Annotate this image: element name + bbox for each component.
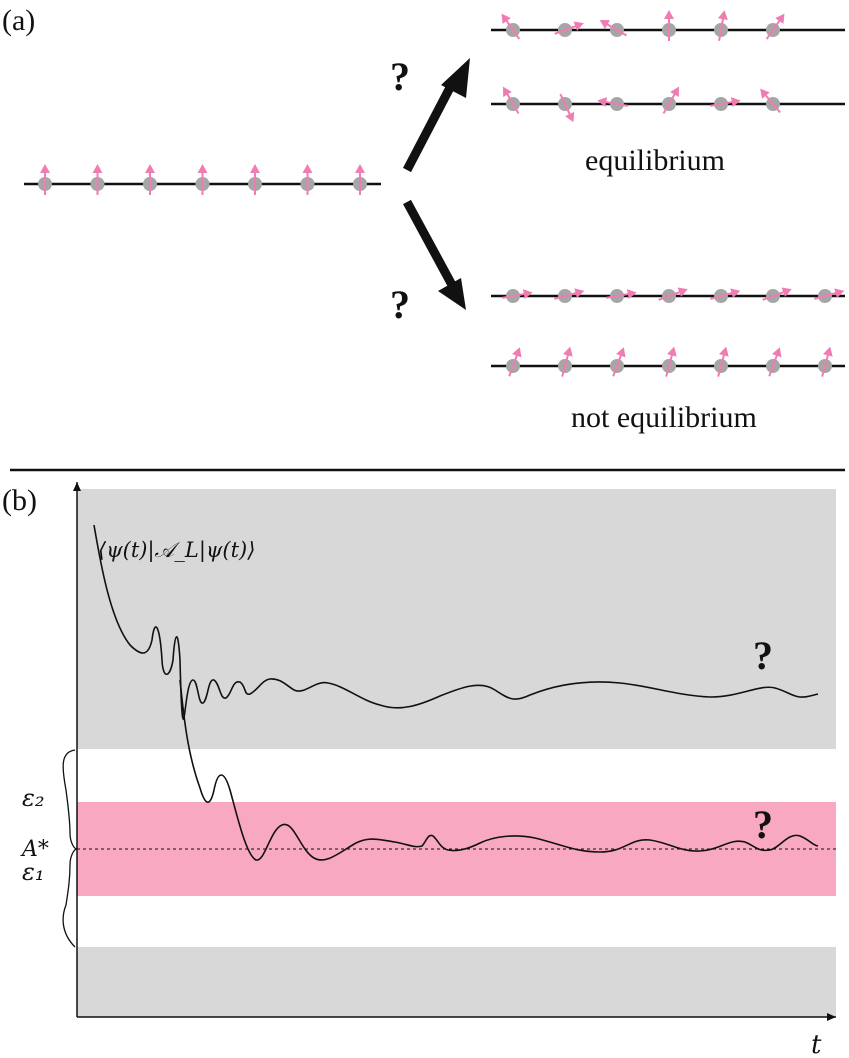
eq1-spin-arrow-head (664, 10, 674, 19)
neq2-spin-arrow-head (563, 346, 573, 357)
initial-spin-arrow-head (302, 164, 313, 173)
eq1-spin-arrow-head (573, 21, 584, 31)
panel-b-label: (b) (2, 484, 37, 517)
neq2-spin-arrow (561, 352, 570, 377)
eq1-spin-arrow (604, 22, 628, 37)
equilibrium-spin-chain-2 (491, 86, 845, 123)
not-equilibrium-label: not equilibrium (571, 401, 757, 434)
equilibrium-spin-chain-1 (491, 10, 845, 42)
upper-gray-band (77, 489, 836, 749)
eq1-spin-arrow (504, 17, 521, 40)
curve-label: ⟨ψ(t)|𝒜_L|ψ(t)⟩ (98, 538, 255, 563)
epsilon-1-label: ε₁ (22, 858, 45, 886)
eq2-spin-arrow (559, 93, 572, 118)
not-equilibrium-spin-chain-2 (491, 346, 845, 377)
eq2-spin-arrow (603, 100, 629, 107)
panel-a-label: (a) (2, 4, 35, 37)
neq2-spin-arrow (612, 352, 623, 377)
initial-spin-arrow-head (355, 164, 365, 173)
not-equilibrium-spin-chain-1 (491, 287, 845, 303)
arrow-to-not-equilibrium-head (438, 278, 466, 310)
lower-gray-band (77, 947, 836, 1017)
a-star-label: A* (20, 837, 49, 862)
eq1-spin-arrow-head (599, 20, 610, 29)
trajectory-upper (93, 524, 819, 720)
eq1-spin-arrow (554, 24, 579, 35)
neq2-spin-arrow-head (616, 347, 626, 358)
eq2-spin-arrow (662, 91, 677, 115)
neq1-spin-arrow-head (834, 288, 845, 298)
neq1-spin-arrow-head (781, 287, 792, 297)
initial-spin-chain (24, 164, 381, 195)
neq2-spin-arrow (821, 352, 830, 377)
eq2-spin-arrow-head (503, 86, 512, 97)
neq1-spin-arrow (762, 290, 787, 301)
eq2-spin-arrow (763, 92, 781, 114)
neq1-spin-arrow-head (677, 287, 688, 297)
neq2-spin-arrow (508, 352, 519, 377)
neq2-spin-arrow-head (719, 346, 729, 357)
eq2-spin-arrow-head (760, 88, 770, 99)
eq1-spin-arrow (765, 17, 782, 40)
equilibrium-label: equilibrium (585, 144, 725, 177)
neq2-spin-arrow-head (772, 347, 782, 358)
eq1-spin-arrow-head (775, 13, 785, 24)
arrow-to-equilibrium (403, 75, 459, 173)
neq2-spin-arrow (717, 352, 726, 377)
neq1-spin-arrow-head (574, 288, 585, 298)
question-mark-upper-trajectory: ? (753, 633, 773, 678)
neq1-spin-arrow-head (522, 289, 533, 300)
eq2-spin-arrow-head (670, 86, 679, 97)
initial-spin-arrow-head (92, 164, 103, 173)
eq1-spin-arrow-head (501, 13, 511, 24)
epsilon-2-brace (62, 749, 78, 850)
eq2-spin-arrow (709, 100, 735, 107)
epsilon-2-label: ε₂ (22, 784, 45, 812)
epsilon-1-brace (62, 848, 78, 948)
initial-spin-arrow-head (250, 164, 260, 173)
eq2-spin-arrow (505, 91, 520, 115)
neq2-spin-arrow-head (823, 346, 833, 357)
question-mark-lower: ? (390, 282, 410, 327)
eq2-spin-arrow-head (597, 97, 608, 108)
neq2-spin-arrow (768, 352, 779, 377)
question-mark-lower-trajectory: ? (753, 802, 773, 847)
initial-spin-arrow-head (40, 164, 50, 173)
neq1-spin-arrow-head (626, 289, 637, 300)
neq2-spin-arrow (665, 352, 674, 377)
neq2-spin-arrow-head (512, 347, 522, 358)
initial-spin-arrow-head (145, 164, 155, 173)
x-axis-label: t (811, 1030, 822, 1058)
eq2-spin-arrow-head (730, 97, 741, 108)
eq1-spin-arrow (718, 16, 725, 42)
neq1-spin-arrow (605, 292, 631, 299)
initial-spin-arrow-head (197, 164, 208, 173)
neq1-spin-arrow (814, 291, 839, 300)
neq1-spin-arrow (554, 291, 579, 300)
neq1-spin-arrow (501, 292, 527, 299)
trajectory-lower (179, 679, 819, 861)
neq2-spin-arrow-head (667, 346, 677, 357)
eq1-spin-arrow-head (717, 10, 728, 21)
eq2-spin-arrow-head (565, 111, 575, 123)
neq1-spin-arrow (658, 290, 683, 301)
question-mark-upper: ? (390, 54, 410, 99)
neq1-spin-arrow (710, 291, 735, 300)
arrow-to-equilibrium-head (441, 58, 470, 98)
neq1-spin-arrow-head (730, 288, 741, 298)
arrow-to-not-equilibrium (403, 199, 456, 288)
